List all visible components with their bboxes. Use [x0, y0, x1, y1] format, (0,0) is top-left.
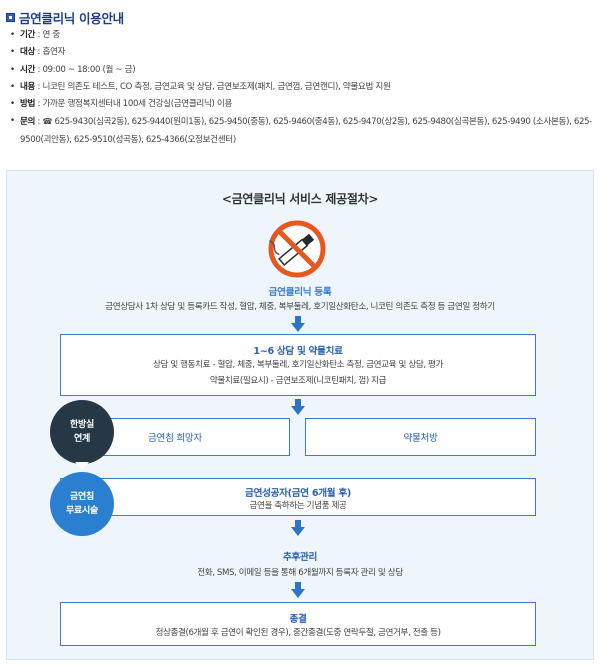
step2-box: 1~6 상담 및 약물치료 상담 및 행동치료 - 혈압, 체중, 복부둘레, … — [60, 334, 536, 396]
info-label: 내용 — [20, 81, 36, 92]
step2-title: 1~6 상담 및 약물치료 — [253, 346, 343, 357]
circle-text: 무료시술 — [66, 506, 98, 516]
info-item-method: 방법 : 가까운 행정복지센터내 100세 건강실(금연클리닉) 이용 — [10, 96, 594, 114]
info-item-contact: 문의 : ☎ 625-9430(심곡2동), 625-9440(원미1동), 6… — [10, 113, 594, 149]
info-label: 시간 — [20, 64, 36, 75]
info-item-content: 내용 : 니코틴 의존도 테스트, CO 측정, 금연교육 및 상담, 금연보조… — [10, 79, 594, 97]
info-value: 가까운 행정복지센터내 100세 건강실(금연클리닉) 이용 — [42, 99, 233, 110]
info-label: 대상 — [20, 47, 36, 58]
circle-text: 금연침 — [70, 492, 94, 502]
branch-label-acupuncture: 금연침 희망자 — [148, 433, 202, 444]
step5-title: 종결 — [289, 614, 307, 625]
step3-box: 금연성공자(금연 6개월 후) 금연을 축하하는 기념품 제공 — [60, 478, 536, 516]
circle-free-acupuncture: 금연침 무료시술 — [50, 472, 114, 536]
info-value: 연 중 — [42, 30, 60, 40]
info-label: 문의 — [20, 117, 36, 128]
branch-label-medication: 약물처방 — [403, 433, 438, 444]
info-label: 기간 — [20, 30, 36, 40]
info-title-text: 금연클리닉 이용안내 — [19, 11, 124, 26]
step4-desc: 전화, SMS, 이메일 등을 통해 6개월까지 등록자 관리 및 상담 — [197, 568, 403, 578]
circle-text: 연계 — [74, 434, 90, 444]
arrow-down-icon — [291, 582, 305, 598]
info-item-target: 대상 : 흡연자 — [10, 44, 594, 62]
info-list: 기간 : 연 중 대상 : 흡연자 시간 : 09:00 ~ 18:00 (월 … — [10, 27, 594, 149]
step2-desc-line1: 상담 및 행동치료 - 혈압, 체중, 복부둘레, 호기일산화탄소 측정, 금연… — [152, 360, 444, 370]
no-smoking-icon — [268, 220, 326, 278]
info-value: 625-9430(심곡2동), 625-9440(원미1동), 625-9450… — [20, 117, 592, 145]
info-value: 흡연자 — [42, 47, 66, 58]
step1-title: 금연클리닉 등록 — [268, 287, 332, 298]
step2-desc-line2: 약물치료(필요시) - 금연보조제(니코틴패치, 껌) 지급 — [209, 376, 387, 386]
info-label: 방법 — [20, 99, 36, 110]
step3-title: 금연성공자(금연 6개월 후) — [245, 488, 351, 499]
step4-title: 추후관리 — [282, 552, 318, 563]
phone-icon: ☎ — [42, 117, 53, 127]
circle-text: 한방실 — [70, 420, 94, 430]
step5-box: 종결 정상종결(6개월 후 금연이 확인된 경우), 중간종결(도중 연락두절,… — [60, 602, 536, 646]
arrow-down-icon — [75, 462, 89, 470]
arrow-down-icon — [291, 520, 305, 536]
step3-desc: 금연을 축하하는 기념품 제공 — [249, 501, 347, 511]
procedure-title: <금연클리닉 서비스 제공절차> — [221, 192, 379, 206]
arrow-down-icon — [291, 316, 305, 332]
info-title: 금연클리닉 이용안내 — [6, 8, 124, 27]
circle-oriental-medicine: 한방실 연계 — [50, 400, 114, 464]
arrow-down-icon — [291, 399, 305, 415]
step5-desc: 정상종결(6개월 후 금연이 확인된 경우), 중간종결(도중 연락두절, 금연… — [155, 628, 441, 638]
info-item-time: 시간 : 09:00 ~ 18:00 (월 ~ 금) — [10, 62, 594, 80]
step1-desc: 금연상담사 1차 상담 및 등록카드 작성, 혈압, 체중, 복부둘레, 호기일… — [105, 302, 495, 312]
square-bullet-icon — [6, 13, 15, 22]
info-value: 09:00 ~ 18:00 (월 ~ 금) — [42, 64, 136, 75]
branch-box-medication: 약물처방 — [305, 418, 536, 456]
info-item-period: 기간 : 연 중 — [10, 27, 594, 45]
info-value: 니코틴 의존도 테스트, CO 측정, 금연교육 및 상담, 금연보조제(패치,… — [42, 81, 391, 92]
